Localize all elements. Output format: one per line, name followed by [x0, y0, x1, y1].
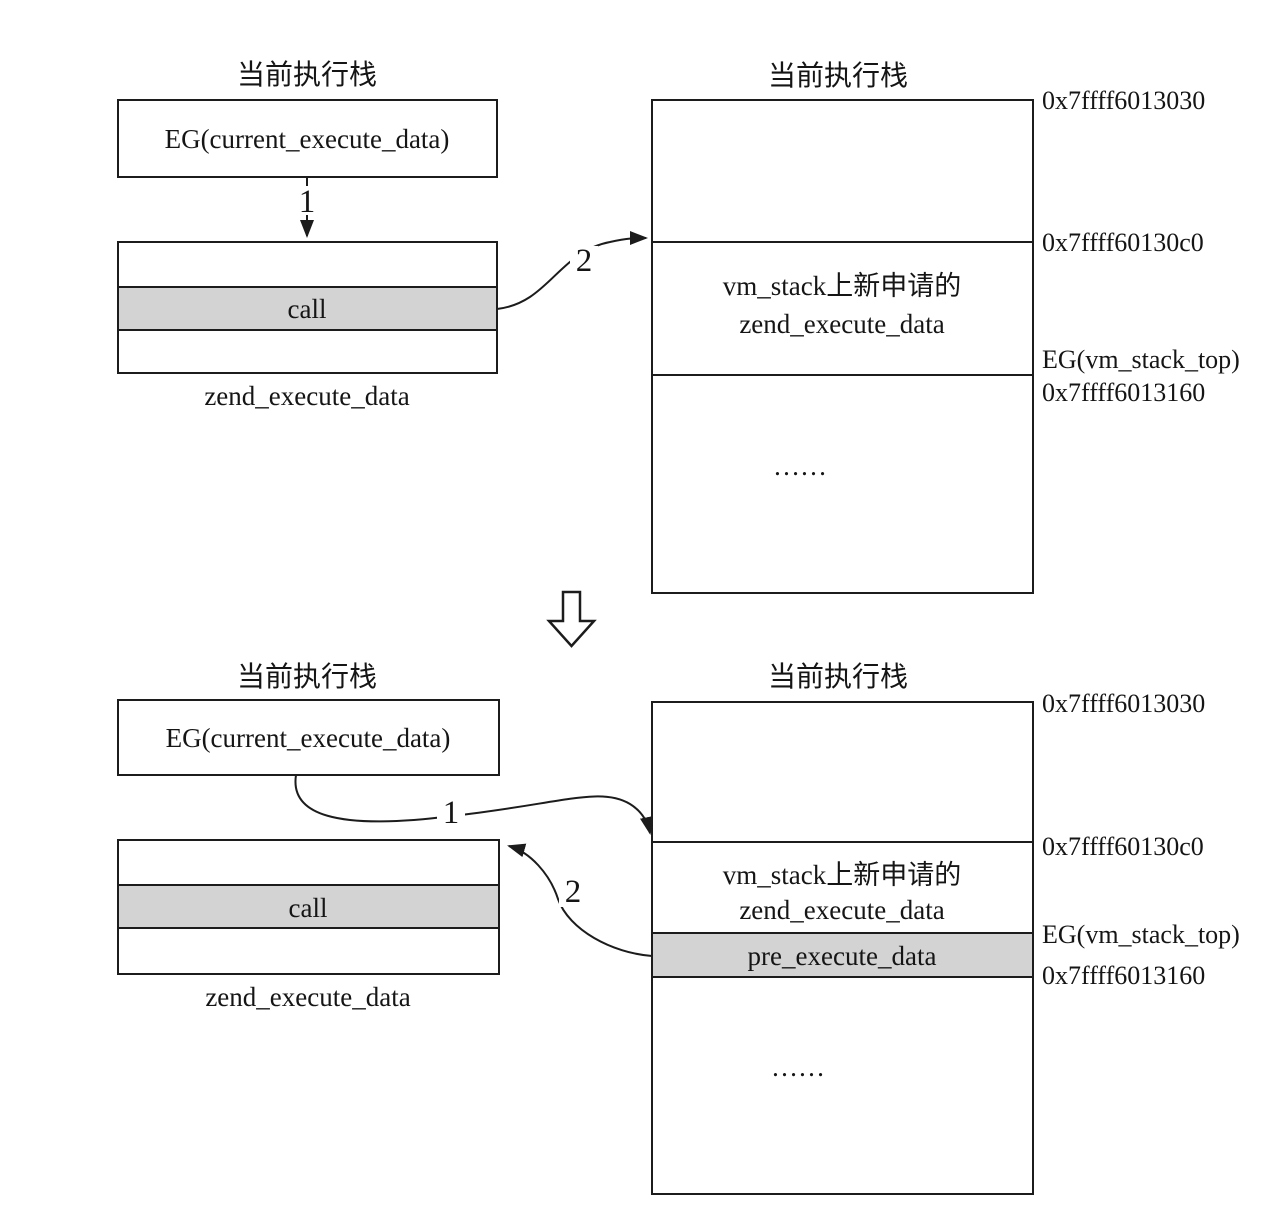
- bottom-pre-execute-data-row: [651, 932, 1034, 978]
- top-vm-stack-top-label: EG(vm_stack_top): [1042, 345, 1240, 374]
- bottom-eg-current-execute-data-box: [117, 699, 500, 776]
- bottom-step1-label: 1: [443, 795, 460, 831]
- bottom-addr-bottom: 0x7ffff6013160: [1042, 961, 1205, 990]
- bottom-new-frame-line2: zend_execute_data: [739, 895, 944, 925]
- bottom-new-frame-line1: vm_stack上新申请的: [723, 860, 961, 890]
- top-addr-mid: 0x7ffff60130c0: [1042, 228, 1204, 257]
- bottom-call-row: [117, 884, 500, 929]
- top-addr-bottom: 0x7ffff6013160: [1042, 378, 1205, 407]
- top-addr-top: 0x7ffff6013030: [1042, 86, 1205, 115]
- bottom-ellipsis: ……: [771, 1052, 825, 1082]
- top-step2-label: 2: [576, 243, 593, 279]
- bottom-addr-top: 0x7ffff6013030: [1042, 689, 1205, 718]
- top-call-row: [117, 286, 498, 331]
- bottom-pre-execute-row-label: pre_execute_data: [748, 941, 937, 971]
- bottom-left-stack-caption: zend_execute_data: [205, 982, 410, 1012]
- top-vm-stack-box: [651, 99, 1034, 594]
- bottom-step1-label-mask: [437, 796, 465, 829]
- bottom-eg-box-label: EG(current_execute_data): [166, 723, 451, 753]
- top-right-stack-title: 当前执行栈: [768, 60, 908, 92]
- top-ellipsis: ……: [773, 451, 827, 481]
- top-left-stack-caption: zend_execute_data: [204, 381, 409, 411]
- top-step2-label-mask: [570, 246, 598, 276]
- bottom-addr-mid: 0x7ffff60130c0: [1042, 832, 1204, 861]
- top-eg-box-label: EG(current_execute_data): [165, 124, 450, 154]
- bottom-right-stack-title: 当前执行栈: [768, 661, 908, 693]
- top-step1-label-mask: [294, 186, 320, 215]
- top-step1-label: 1: [299, 184, 316, 220]
- top-call-row-label: call: [288, 294, 327, 324]
- top-new-frame-line2: zend_execute_data: [739, 309, 944, 339]
- bottom-call-row-label: call: [289, 893, 328, 923]
- top-new-frame-line1: vm_stack上新申请的: [723, 271, 961, 301]
- panel-transition-down-arrow-icon: [546, 590, 597, 648]
- bottom-step2-label-mask: [559, 876, 587, 907]
- bottom-step1-arrow: [294, 774, 654, 835]
- bottom-left-stack-title: 当前执行栈: [237, 661, 377, 693]
- top-eg-current-execute-data-box: [117, 99, 498, 178]
- bottom-step2-label: 2: [565, 874, 582, 910]
- bottom-vm-stack-top-label: EG(vm_stack_top): [1042, 920, 1240, 949]
- top-left-stack-title: 当前执行栈: [237, 59, 377, 91]
